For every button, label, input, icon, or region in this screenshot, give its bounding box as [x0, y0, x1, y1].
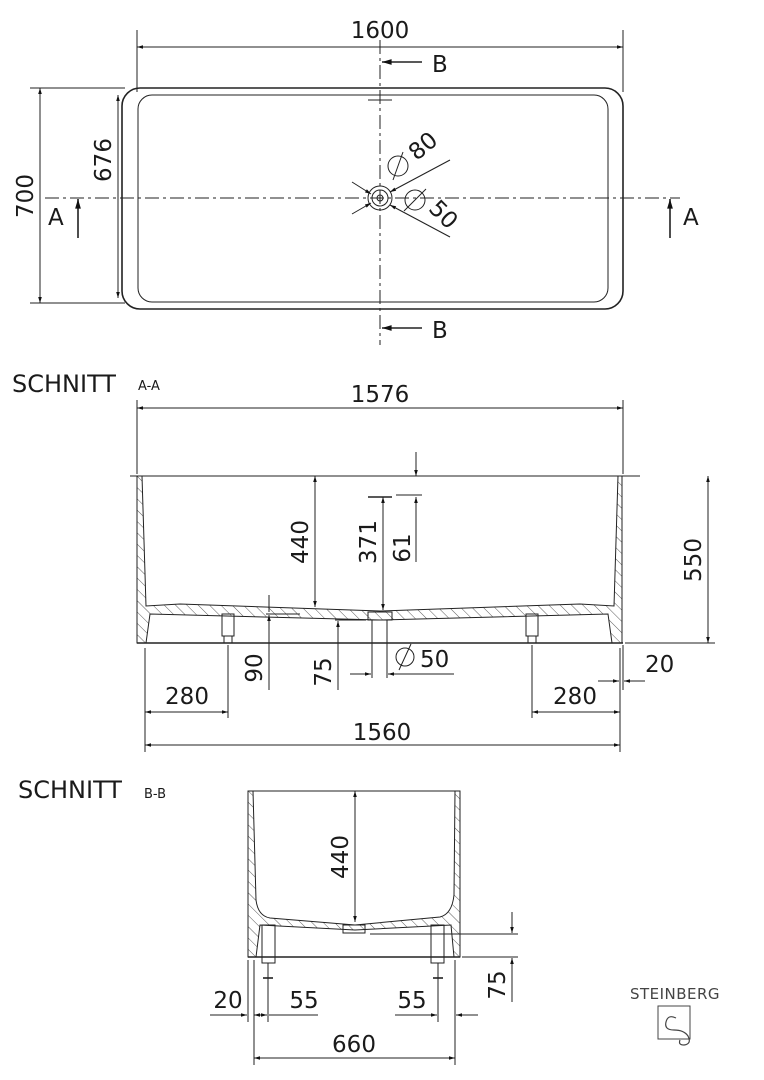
dim-drain-diameter: 50 — [420, 647, 449, 673]
diameter-icon — [395, 647, 415, 667]
dim-base-width: 1560 — [353, 720, 412, 746]
dim-foot-offset-right-b: 55 — [397, 988, 426, 1014]
diameter-icon — [404, 189, 426, 211]
dim-foot-offset-right: 280 — [553, 684, 597, 710]
section-b-b: SCHNITT B-B 440 75 20 55 55 660 — [18, 776, 518, 1065]
dim-drain-height: 75 — [311, 657, 337, 686]
dim-foot-offset-left-b: 55 — [289, 988, 318, 1014]
drain-body — [342, 924, 366, 934]
dim-overflow-height: 371 — [356, 520, 382, 564]
section-a-a-title: SCHNITT — [12, 370, 116, 398]
dim-overflow-50: 50 — [423, 196, 462, 235]
section-a-a: SCHNITT A-A 1576 440 371 61 550 — [12, 370, 715, 752]
drain-symbol — [351, 151, 451, 238]
dim-foot-height: 90 — [242, 653, 268, 682]
dim-overflow-offset: 61 — [390, 533, 416, 562]
diameter-icon — [387, 155, 409, 177]
section-marker-a-left: A — [48, 205, 64, 231]
section-marker-b-bottom: B — [432, 318, 448, 344]
dim-wall-offset-b: 20 — [213, 988, 242, 1014]
section-b-b-subtitle: B-B — [144, 787, 166, 802]
dim-plan-inner-depth: 676 — [91, 138, 117, 182]
dim-wall-offset: 20 — [645, 652, 674, 678]
section-marker-a-right: A — [683, 205, 699, 231]
brand-name: STEINBERG — [630, 985, 720, 1003]
dim-total-height: 550 — [681, 538, 707, 582]
dim-plan-depth: 700 — [13, 174, 39, 218]
steinberg-logo: STEINBERG — [630, 985, 720, 1046]
dim-top-width: 1576 — [351, 382, 410, 408]
section-marker-b-top: B — [432, 52, 448, 78]
dim-base-width-b: 660 — [332, 1032, 376, 1058]
drain-body — [367, 611, 393, 621]
dim-inner-depth-b: 440 — [328, 835, 354, 879]
dim-plan-width: 1600 — [351, 18, 410, 44]
plan-view: 1600 700 676 B B A A 80 50 — [13, 18, 699, 345]
section-b-b-title: SCHNITT — [18, 776, 122, 804]
logo-emblem-icon — [665, 1016, 690, 1046]
dim-drain-80: 80 — [404, 127, 443, 166]
foot-left — [221, 613, 235, 637]
section-a-a-subtitle: A-A — [138, 379, 160, 394]
dim-foot-offset-left: 280 — [165, 684, 209, 710]
foot-right — [525, 613, 539, 637]
dim-inner-depth: 440 — [288, 520, 314, 564]
dim-drain-height-b: 75 — [485, 970, 511, 999]
